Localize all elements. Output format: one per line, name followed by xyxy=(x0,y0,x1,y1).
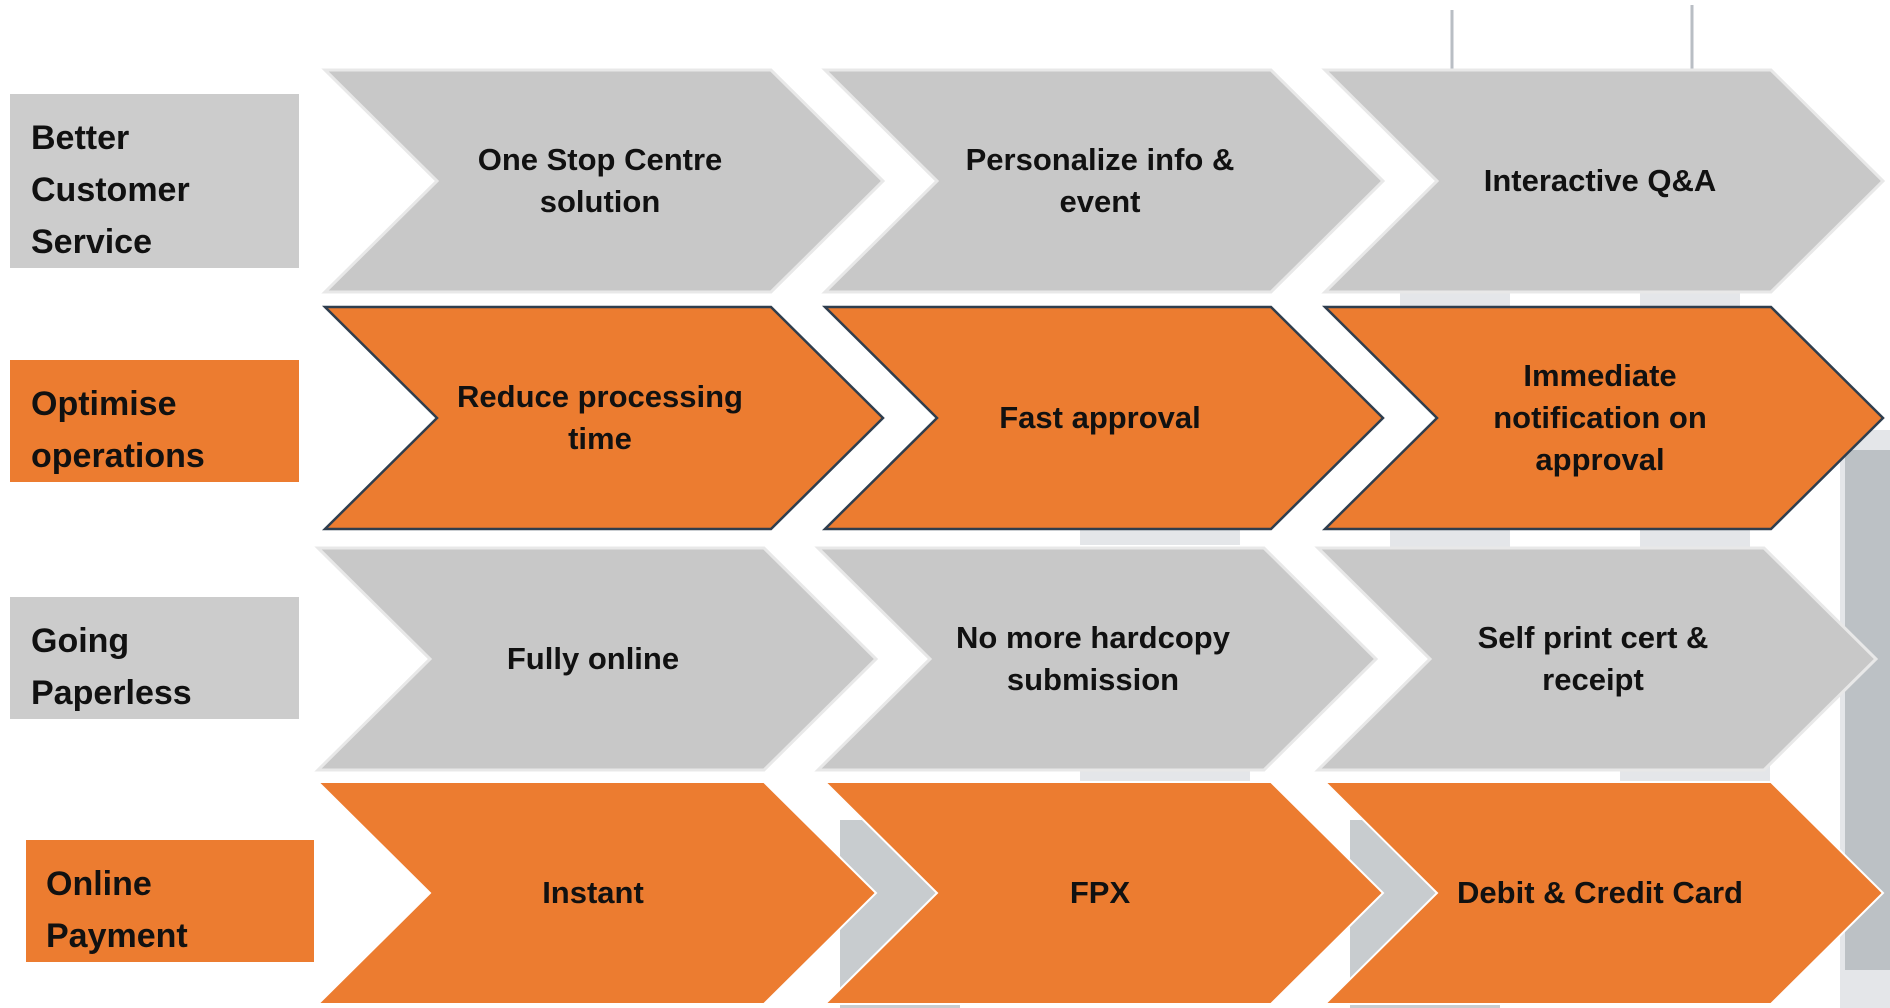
step-text: Interactive Q&A xyxy=(1483,163,1717,198)
step-text: Fast approval xyxy=(999,400,1201,435)
step-chevron-instant: Instant xyxy=(315,781,878,1005)
step-text: One Stop Centre solution xyxy=(477,142,723,219)
step-chevron-one-stop-centre: One Stop Centre solution xyxy=(321,68,886,294)
step-chevron-fpx: FPX xyxy=(822,781,1385,1005)
row-label-online-payment: Online Payment xyxy=(26,840,314,962)
step-text: Reduce processing time xyxy=(457,379,743,456)
step-text: FPX xyxy=(1069,875,1131,910)
row-label-text: Better Customer Service xyxy=(31,119,190,261)
row-label-text: Optimise operations xyxy=(31,385,205,475)
step-text: Immediate notification on approval xyxy=(1493,358,1707,477)
step-chevron-reduce-processing-time: Reduce processing time xyxy=(321,305,885,531)
step-text: Instant xyxy=(542,875,644,910)
row-label-optimise-operations: Optimise operations xyxy=(10,360,299,482)
step-text: Debit & Credit Card xyxy=(1457,875,1743,910)
step-text: Fully online xyxy=(506,641,680,676)
step-text: Self print cert & receipt xyxy=(1477,620,1709,697)
row-label-text: Going Paperless xyxy=(31,622,192,712)
step-chevron-personalize-info: Personalize info & event xyxy=(821,68,1386,294)
step-chevron-self-print-cert: Self print cert & receipt xyxy=(1314,546,1879,772)
step-chevron-interactive-qa: Interactive Q&A xyxy=(1321,68,1886,294)
step-chevron-debit-credit-card: Debit & Credit Card xyxy=(1322,781,1885,1005)
row-label-better-customer-service: Better Customer Service xyxy=(10,94,299,268)
step-chevron-fully-online: Fully online xyxy=(314,546,879,772)
row-label-going-paperless: Going Paperless xyxy=(10,597,299,719)
row-label-text: Online Payment xyxy=(46,865,188,955)
step-text: Personalize info & event xyxy=(965,142,1235,219)
step-chevron-immediate-notification: Immediate notification on approval xyxy=(1321,305,1885,531)
step-chevron-fast-approval: Fast approval xyxy=(821,305,1385,531)
step-chevron-no-more-hardcopy: No more hardcopy submission xyxy=(814,546,1379,772)
step-text: No more hardcopy submission xyxy=(956,620,1230,697)
